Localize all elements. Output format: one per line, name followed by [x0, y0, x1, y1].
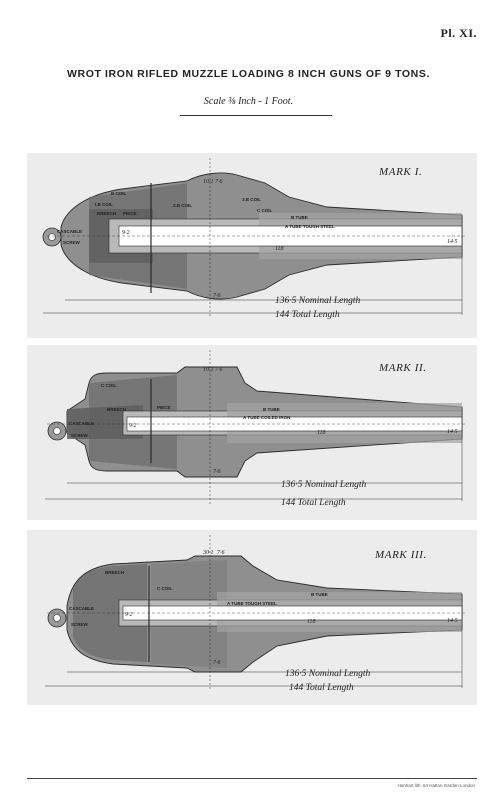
- part-label: CASCABLE: [57, 229, 82, 234]
- part-label: A TUBE COILED IRON: [243, 415, 290, 420]
- part-label: B TUBE: [291, 215, 308, 220]
- dim-label: 10·1: [203, 179, 214, 185]
- part-label: I.B COIL: [95, 202, 113, 207]
- cascable-eye: [53, 427, 61, 435]
- plate-number: Pl. XI.: [440, 26, 477, 40]
- part-label: PIECE: [157, 405, 171, 410]
- dim-label: 7·6: [213, 660, 221, 666]
- part-label: CASCABLE: [69, 606, 94, 611]
- scale-note: Scale ⅜ Inch - 1 Foot.: [203, 96, 294, 107]
- dim-label: 118: [275, 246, 284, 252]
- scale-underline: [180, 115, 332, 116]
- part-label: 3.B COIL: [242, 197, 261, 202]
- part-label: B TUBE: [311, 592, 328, 597]
- part-label: PIECE: [123, 211, 137, 216]
- dim-label: 7·6: [217, 550, 225, 556]
- gun-mark-1-drawing: MARK I. B COIL I.B COIL BREECH PIECE 2.B…: [42, 158, 467, 320]
- dim-label: 7·6: [213, 469, 221, 475]
- dim-label: 10·1: [203, 367, 214, 373]
- cascable-eye: [53, 614, 61, 622]
- dim-label: 9·2: [125, 612, 133, 618]
- part-label: BREECH: [97, 211, 116, 216]
- gun-mark-2-drawing: MARK II. C COIL BREECH PIECE B TUBE A TU…: [45, 350, 467, 508]
- dim-label: 14·5: [447, 428, 458, 435]
- total-length: 144 Total Length: [281, 498, 346, 508]
- part-label: SCREW: [71, 433, 89, 438]
- part-label: BREECH: [105, 570, 124, 575]
- part-label: A TUBE TOUGH STEEL: [227, 601, 277, 606]
- part-label: BREECH: [107, 407, 126, 412]
- cascable-eye: [48, 233, 56, 241]
- dim-label: 14·5: [447, 617, 458, 624]
- dim-label: 118: [317, 430, 326, 436]
- part-label: C COIL: [157, 586, 173, 591]
- dim-label: 30·1: [202, 550, 214, 556]
- dim-label: 7·6: [215, 179, 223, 185]
- part-label: A TUBE TOUGH STEEL: [285, 224, 335, 229]
- nominal-length: 136·5 Nominal Length: [275, 296, 360, 306]
- mark-label: MARK III.: [374, 549, 427, 561]
- dim-label: 7·6: [213, 293, 221, 299]
- dim-label: 9·2: [129, 423, 137, 429]
- mark-label: MARK II.: [378, 362, 427, 374]
- mark-label: MARK I.: [378, 166, 422, 178]
- dim-label: 118: [307, 619, 316, 625]
- part-label: C COIL: [101, 383, 117, 388]
- bore: [118, 225, 463, 247]
- part-label: B COIL: [111, 191, 127, 196]
- gun-mark-3-panel: MARK III. BREECH C COIL B TUBE A TUBE TO…: [27, 530, 477, 705]
- total-length: 144 Total Length: [275, 310, 340, 320]
- nominal-length: 136·5 Nominal Length: [281, 480, 366, 490]
- plate-title: WROT IRON RIFLED MUZZLE LOADING 8 INCH G…: [67, 68, 430, 80]
- part-label: SCREW: [71, 622, 89, 627]
- gun-mark-2-panel: MARK II. C COIL BREECH PIECE B TUBE A TU…: [27, 345, 477, 520]
- bottom-rule: [27, 778, 477, 779]
- nominal-length: 136·5 Nominal Length: [285, 669, 370, 679]
- gun-mark-1-panel: MARK I. B COIL I.B COIL BREECH PIECE 2.B…: [27, 153, 477, 338]
- part-label: CASCABLE: [69, 421, 94, 426]
- publisher-imprint: Hanhart lith. 64 Hatton Garden London: [397, 783, 475, 788]
- dim-label: 9·2: [122, 230, 130, 236]
- part-label: 2.B COIL: [173, 203, 192, 208]
- dim-label: 14·5: [447, 238, 458, 245]
- dim-label: 7·6: [215, 367, 223, 373]
- total-length: 144 Total Length: [289, 683, 354, 693]
- part-label: SCREW: [63, 240, 81, 245]
- part-label: B TUBE: [263, 407, 280, 412]
- part-label: C COIL: [257, 208, 273, 213]
- gun-mark-3-drawing: MARK III. BREECH C COIL B TUBE A TUBE TO…: [45, 535, 467, 693]
